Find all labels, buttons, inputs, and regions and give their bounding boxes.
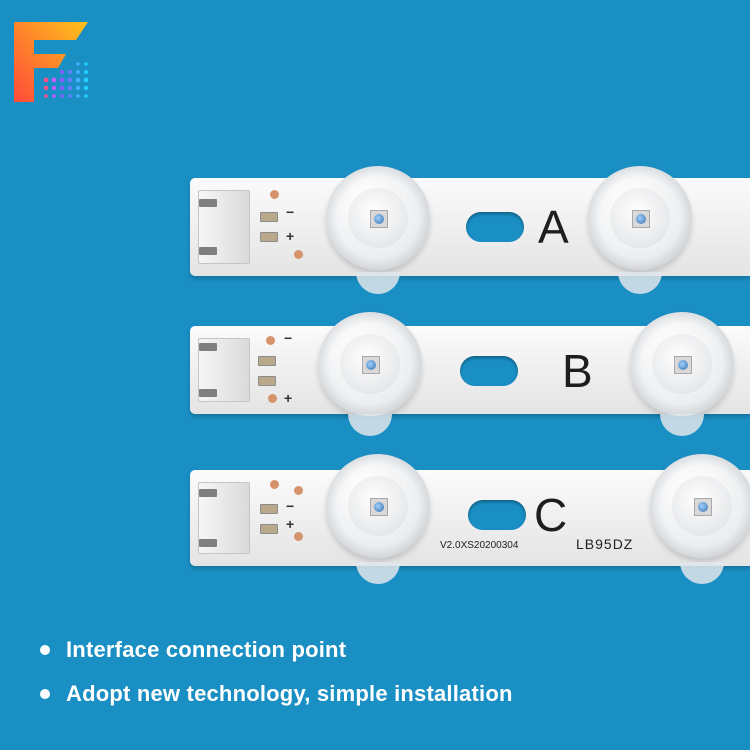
- strip-letter: A: [538, 201, 569, 253]
- connector: [198, 338, 250, 402]
- feature-text: Adopt new technology, simple installatio…: [66, 681, 513, 706]
- led-lens: [326, 166, 430, 270]
- lens-base: [660, 414, 704, 436]
- feature-item: Interface connection point: [40, 628, 513, 672]
- bullet-icon: [40, 689, 50, 699]
- bullet-icon: [40, 645, 50, 655]
- model-marking: LB95DZ: [576, 536, 634, 552]
- strip-letter: B: [562, 345, 593, 397]
- feature-item: Adopt new technology, simple installatio…: [40, 672, 513, 716]
- test-point: [268, 394, 277, 403]
- solder-pad: [260, 212, 278, 222]
- connector: [198, 190, 250, 264]
- plus-marking: +: [286, 228, 295, 244]
- led-chip: [674, 356, 692, 374]
- led-lens: [650, 454, 750, 558]
- solder-pad: [260, 232, 278, 242]
- strip-letter: C: [534, 489, 568, 541]
- test-point: [294, 532, 303, 541]
- led-lens: [588, 166, 692, 270]
- test-point: [294, 250, 303, 259]
- led-lens: [318, 312, 422, 416]
- led-chip: [370, 498, 388, 516]
- minus-marking: −: [286, 204, 295, 220]
- mounting-slot: [468, 500, 526, 530]
- led-lens: [630, 312, 734, 416]
- test-point: [266, 336, 275, 345]
- logo-dots: [43, 62, 89, 98]
- led-chip: [370, 210, 388, 228]
- led-lens: [326, 454, 430, 558]
- minus-marking: −: [286, 498, 295, 514]
- test-point: [270, 190, 279, 199]
- lens-base: [680, 562, 724, 584]
- solder-pad: [260, 504, 278, 514]
- lens-base: [356, 562, 400, 584]
- plus-marking: +: [284, 390, 293, 406]
- mounting-slot: [466, 212, 524, 242]
- minus-marking: −: [284, 330, 293, 346]
- led-chip: [362, 356, 380, 374]
- plus-marking: +: [286, 516, 295, 532]
- mounting-slot: [460, 356, 518, 386]
- test-point: [294, 486, 303, 495]
- led-chip: [694, 498, 712, 516]
- connector: [198, 482, 250, 554]
- solder-pad: [258, 376, 276, 386]
- lens-base: [348, 414, 392, 436]
- led-strip-a: − + A: [190, 166, 750, 294]
- led-strip-c: − + C V2.0XS20200304 LB95DZ: [190, 454, 750, 584]
- lens-base: [356, 272, 400, 294]
- solder-pad: [260, 524, 278, 534]
- brand-logo: [14, 22, 89, 102]
- lens-base: [618, 272, 662, 294]
- solder-pad: [258, 356, 276, 366]
- feature-list: Interface connection point Adopt new tec…: [40, 628, 513, 716]
- version-marking: V2.0XS20200304: [440, 540, 519, 551]
- led-chip: [632, 210, 650, 228]
- led-strip-b: − + B: [190, 312, 750, 436]
- test-point: [270, 480, 279, 489]
- feature-text: Interface connection point: [66, 637, 347, 662]
